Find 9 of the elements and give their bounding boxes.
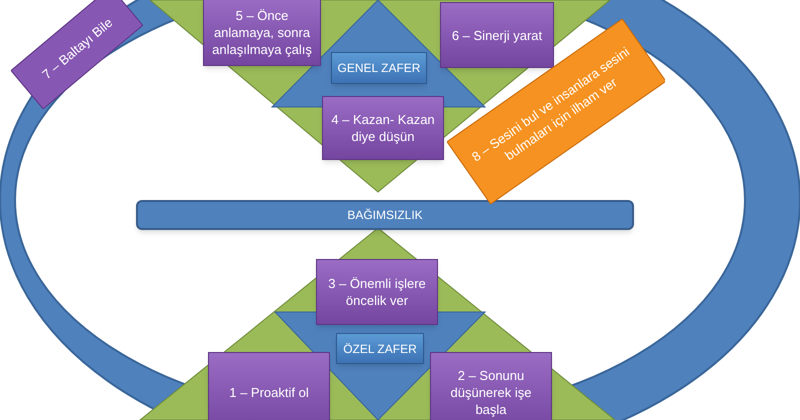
banner-bar: BAĞIMSIZLIK [136, 200, 634, 230]
label-box: ÖZEL ZAFER [336, 333, 424, 364]
step-box: 1 – Proaktif ol [208, 352, 330, 420]
step-box: 5 – Önce anlamaya, sonra anlaşılmaya çalış [203, 0, 321, 66]
step-box: 6 – Sinerji yarat [440, 2, 554, 68]
label-box: GENEL ZAFER [331, 52, 427, 84]
step-box: 4 – Kazan- Kazan diye düşün [322, 96, 444, 160]
step-box: 3 – Önemli işlere öncelik ver [316, 259, 438, 325]
step-box: 2 – Sonunu düşünerek işe başla [430, 352, 552, 420]
